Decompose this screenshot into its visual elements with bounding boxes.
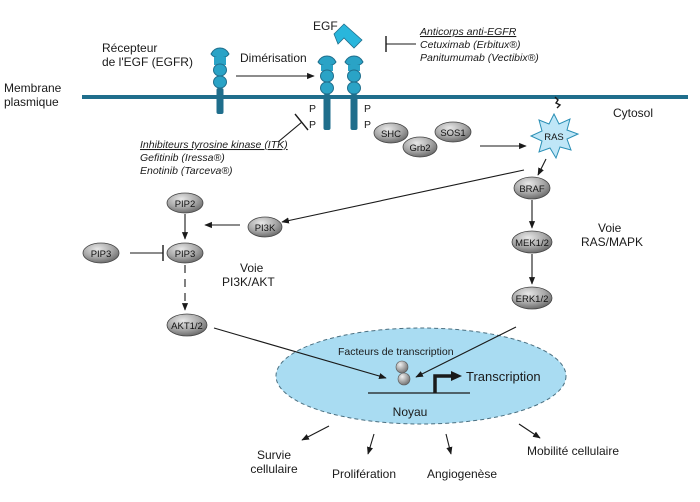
- voie-pi3k-label-line1: Voie: [240, 261, 264, 275]
- outcome-proliferation: Prolifération: [332, 467, 396, 481]
- svg-text:AKT1/2: AKT1/2: [171, 321, 203, 332]
- transcription-factor-1: [395, 360, 409, 374]
- transcription-factor-2: [397, 372, 411, 386]
- node-sos1: SOS1: [434, 121, 472, 143]
- egf-ligand-icon: [333, 23, 363, 49]
- voie-ras-label-line1: Voie: [598, 221, 622, 235]
- erk-to-nucleus-arrow: [415, 326, 517, 378]
- cytosol-label: Cytosol: [613, 106, 653, 120]
- node-mek: MEK1/2: [511, 230, 553, 254]
- akt-to-nucleus-arrow: [213, 327, 387, 380]
- ras-to-pi3k-arrow: [281, 169, 525, 224]
- svg-text:MEK1/2: MEK1/2: [515, 238, 549, 249]
- node-pip3-left: PIP3: [82, 242, 120, 264]
- svg-text:Grb2: Grb2: [409, 143, 430, 154]
- itk-inhibit-bar: [294, 113, 309, 131]
- transcription-label: Transcription: [466, 369, 541, 384]
- outcome-survie-line2: cellulaire: [250, 462, 298, 476]
- membrane-label-line2: plasmique: [4, 95, 59, 109]
- receptor-label-line1: Récepteur: [102, 41, 157, 55]
- node-grb2: Grb2: [402, 136, 438, 158]
- itk-title: Inhibiteurs tyrosine kinase (ITK): [140, 139, 288, 151]
- transcription-arrowhead: [451, 371, 462, 381]
- facteurs-label: Facteurs de transcription: [338, 346, 454, 358]
- node-ras: RAS: [529, 96, 580, 160]
- itk-drug1: Gefitinib (Iressa®): [140, 152, 225, 164]
- ras-to-braf-arrow: [537, 158, 547, 176]
- voie-ras-label-line2: RAS/MAPK: [581, 235, 643, 249]
- outcome-mobilite: Mobilité cellulaire: [527, 444, 619, 458]
- node-pip3: PIP3: [166, 242, 204, 264]
- egfr-dimer: [317, 55, 364, 130]
- noyau-label: Noyau: [393, 405, 428, 419]
- svg-text:PIP2: PIP2: [175, 199, 196, 210]
- anti-egfr-drug2: Panitumumab (Vectibix®): [420, 52, 539, 64]
- phospho-p1: P: [309, 103, 316, 115]
- svg-text:PIP3: PIP3: [175, 249, 196, 260]
- svg-text:RAS: RAS: [544, 132, 564, 143]
- anti-egfr-title: Anticorps anti-EGFR: [419, 26, 517, 38]
- outcome-survie-line1: Survie: [257, 448, 291, 462]
- svg-text:SOS1: SOS1: [440, 128, 465, 139]
- phospho-p4: P: [364, 119, 371, 131]
- node-erk: ERK1/2: [511, 286, 553, 310]
- voie-pi3k-label-line2: PI3K/AKT: [222, 275, 275, 289]
- membrane-label-line1: Membrane: [4, 81, 62, 95]
- receptor-label-line2: de l'EGF (EGFR): [102, 55, 193, 69]
- node-braf: BRAF: [513, 176, 551, 200]
- svg-text:PIP3: PIP3: [91, 249, 112, 260]
- node-pip2: PIP2: [166, 192, 204, 214]
- svg-text:BRAF: BRAF: [519, 184, 545, 195]
- egf-label: EGF: [313, 19, 338, 33]
- itk-inhibit-line: [277, 121, 303, 143]
- egfr-monomer: [210, 47, 230, 114]
- arrow-angiogenese: [445, 433, 453, 455]
- arrow-survie: [301, 425, 330, 441]
- node-pi3k: PI3K: [247, 216, 283, 238]
- itk-drug2: Enotinib (Tarceva®): [140, 165, 233, 177]
- svg-text:PI3K: PI3K: [255, 223, 276, 234]
- dimerisation-label: Dimérisation: [240, 51, 307, 65]
- phospho-p3: P: [364, 103, 371, 115]
- phospho-p2: P: [309, 119, 316, 131]
- transcription-start-icon: [433, 374, 452, 393]
- arrow-mobilite: [518, 423, 541, 439]
- anti-egfr-drug1: Cetuximab (Erbitux®): [420, 39, 521, 51]
- svg-text:SHC: SHC: [381, 129, 401, 140]
- node-akt: AKT1/2: [166, 313, 208, 337]
- outcome-angiogenese: Angiogenèse: [427, 467, 497, 481]
- svg-text:ERK1/2: ERK1/2: [516, 294, 549, 305]
- arrow-proliferation: [367, 433, 375, 455]
- node-shc: SHC: [373, 122, 409, 144]
